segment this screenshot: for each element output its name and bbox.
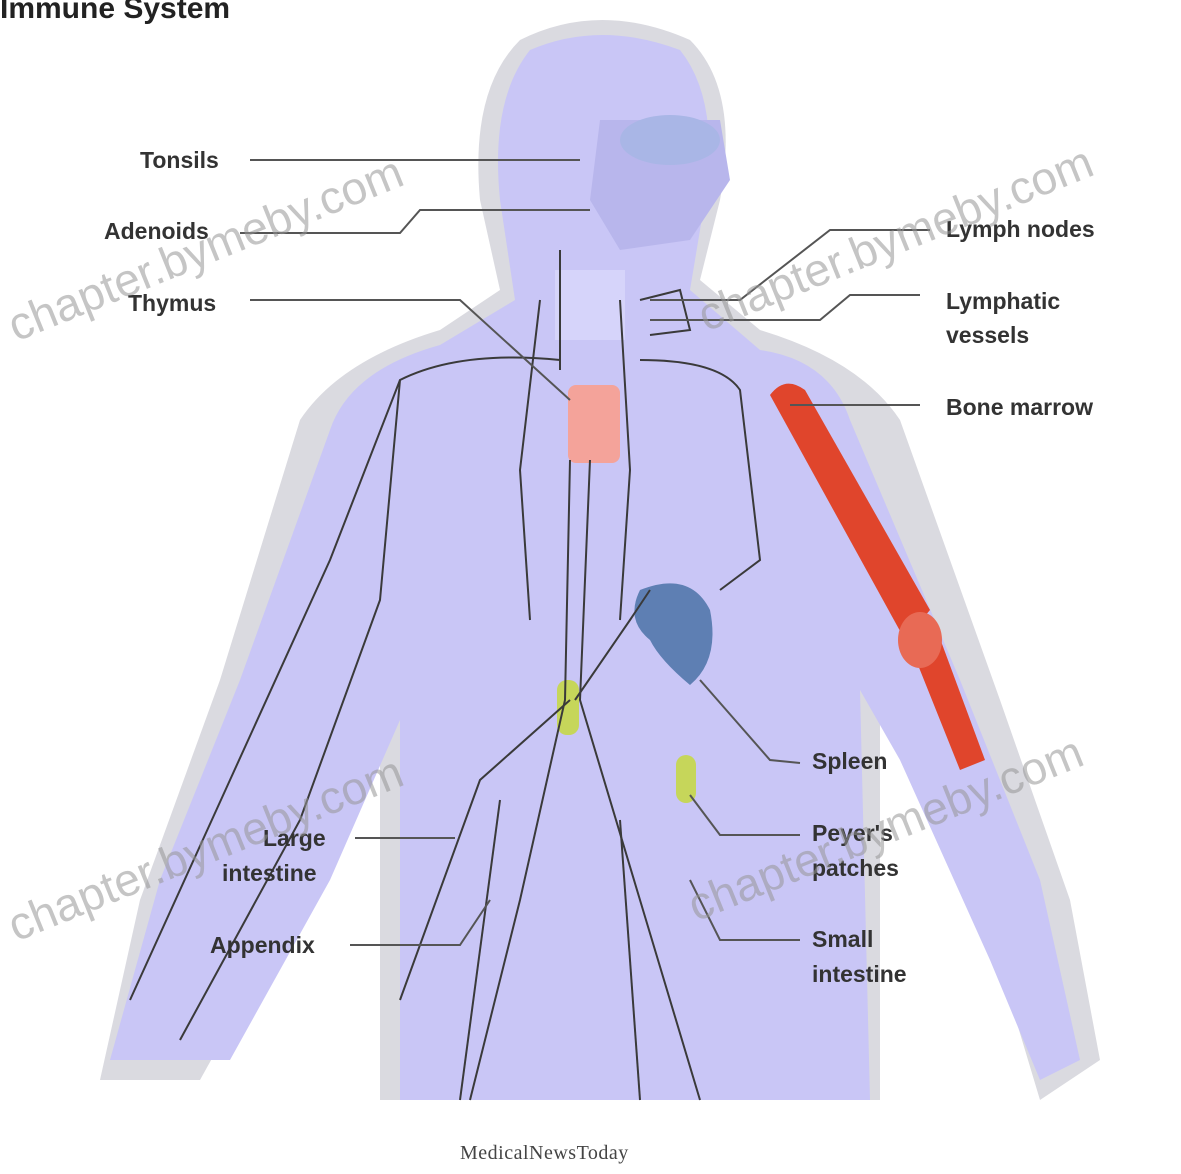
neck xyxy=(555,270,625,340)
label-bone-marrow: Bone marrow xyxy=(946,390,1093,424)
credit-logo: MedicalNewsToday xyxy=(460,1142,629,1165)
peyers-patch-organ xyxy=(676,755,696,803)
label-small-intestine-line2: intestine xyxy=(812,957,907,991)
diagram-title: Immune System xyxy=(0,0,230,26)
thymus-organ xyxy=(568,385,620,463)
nasal-area xyxy=(620,115,720,165)
elbow-joint xyxy=(898,612,942,668)
label-tonsils: Tonsils xyxy=(140,143,219,177)
label-spleen: Spleen xyxy=(812,744,887,778)
label-lymphatic-vessels-line1: Lymphatic xyxy=(946,284,1060,318)
label-small-intestine-line1: Small xyxy=(812,922,873,956)
label-appendix: Appendix xyxy=(210,928,315,962)
label-lymphatic-vessels-line2: vessels xyxy=(946,318,1029,352)
